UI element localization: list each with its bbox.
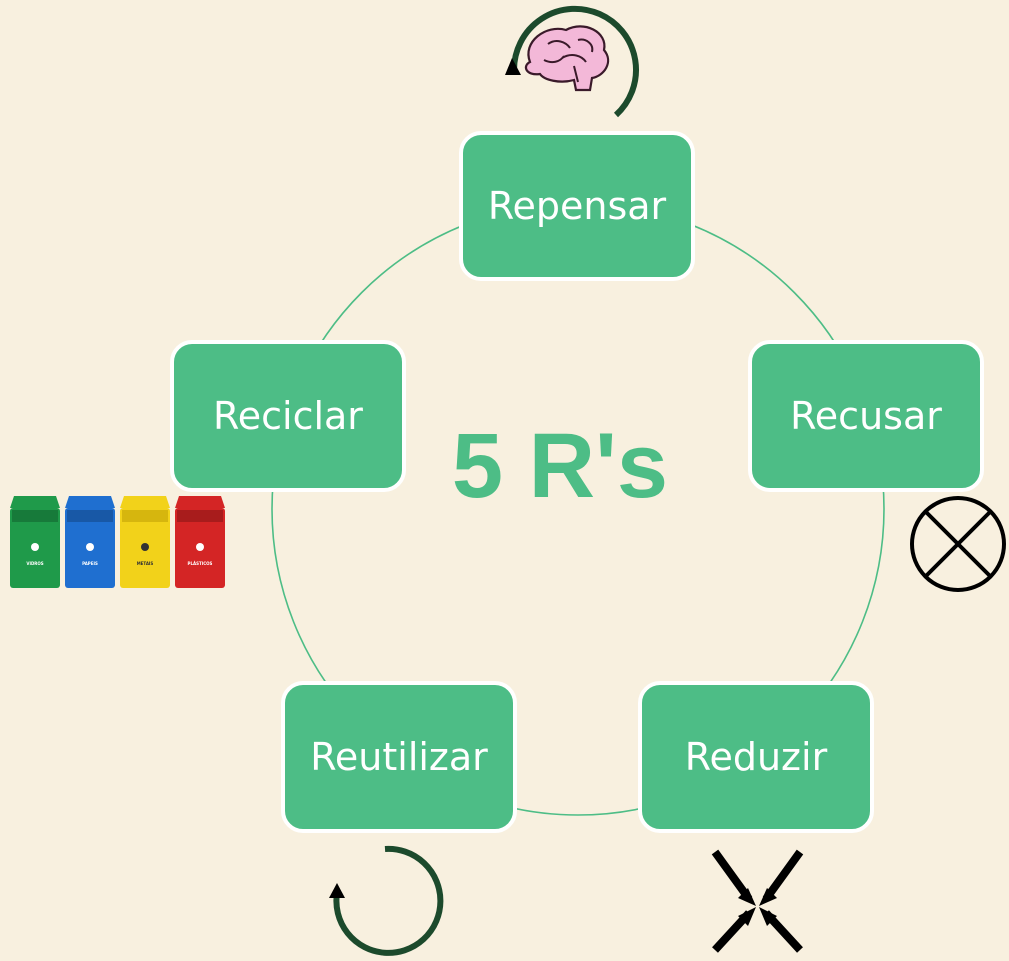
node-repensar: Repensar (459, 131, 695, 281)
node-recusar: Recusar (748, 340, 984, 492)
recycling-bins-icon: VIDROS PAPEIS METAIS PLÁSTICOS (10, 496, 225, 588)
node-reciclar: Reciclar (170, 340, 406, 492)
bin-yellow: METAIS (120, 496, 170, 588)
bin-blue: PAPEIS (65, 496, 115, 588)
node-reutilizar: Reutilizar (281, 681, 517, 833)
node-reduzir: Reduzir (638, 681, 874, 833)
compress-icon (711, 849, 804, 953)
brain-icon (505, 5, 639, 118)
cancel-icon (910, 496, 1006, 592)
bin-label-plasticos: PLÁSTICOS (188, 561, 213, 566)
bin-green: VIDROS (10, 496, 60, 588)
bin-red: PLÁSTICOS (175, 496, 225, 588)
reuse-arrow-icon (329, 845, 444, 956)
bin-label-papeis: PAPEIS (82, 561, 98, 566)
diagram-title: 5 R's (451, 415, 669, 517)
bin-label-vidros: VIDROS (26, 561, 43, 566)
bin-label-metais: METAIS (137, 561, 154, 566)
